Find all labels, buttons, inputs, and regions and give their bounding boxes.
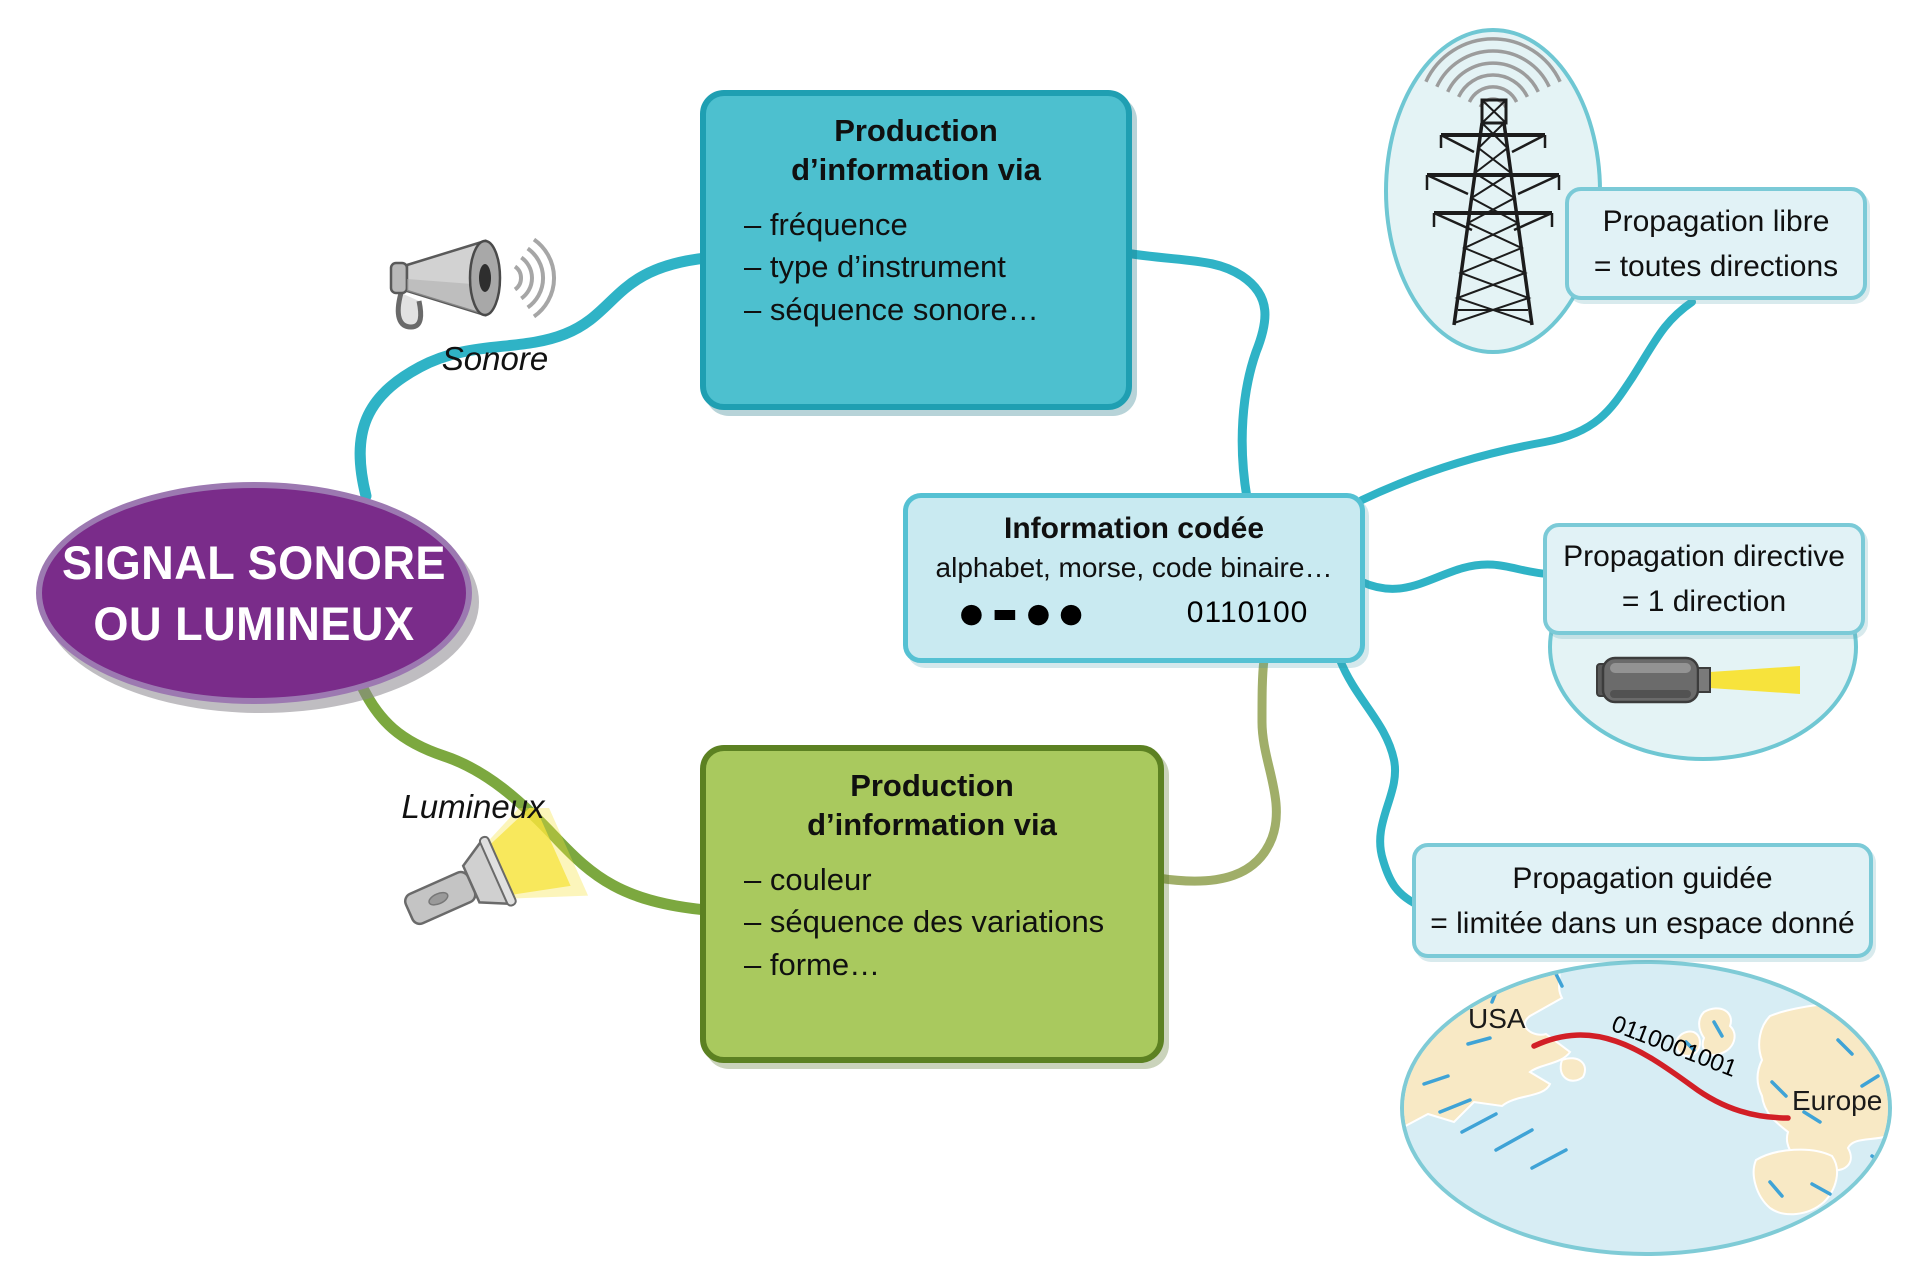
- atlantic-map: USA Europe 0110001001: [1400, 960, 1892, 1256]
- propagation-guidee-label: Propagation guidée = limitée dans un esp…: [1430, 861, 1855, 940]
- link-root-to-light-box: [354, 676, 712, 916]
- atlantic-map-drawing: USA Europe 0110001001: [1404, 964, 1888, 1216]
- list-item: – séquence sonore…: [744, 292, 1039, 328]
- production-light-items: – couleur – séquence des variations – fo…: [706, 859, 1158, 987]
- branch-label-lumineux: Lumineux: [401, 788, 545, 825]
- link-code-to-guidee: [1336, 656, 1418, 907]
- coded-info-examples: ●▬●● 0110100: [908, 596, 1360, 630]
- root-node: SIGNAL SONORE OU LUMINEUX: [36, 482, 472, 704]
- laser-pointer-icon: [1596, 656, 1800, 704]
- propagation-libre-label: Propagation libre = toutes directions: [1593, 204, 1839, 283]
- megaphone-icon: [389, 237, 557, 330]
- production-sound-items: – fréquence – type d’instrument – séquen…: [706, 204, 1126, 332]
- sound-waves-icon: [513, 237, 557, 319]
- production-sound-box: Production d’information via – fréquence…: [700, 90, 1132, 410]
- production-sound-title: Production d’information via: [791, 113, 1041, 187]
- radio-waves-icon: [1424, 37, 1562, 108]
- root-node-label: SIGNAL SONORE OU LUMINEUX: [62, 535, 446, 650]
- land-britain: [1698, 1007, 1736, 1056]
- link-sound-box-to-code: [1120, 248, 1270, 503]
- map-label-usa: USA: [1468, 1003, 1526, 1034]
- coded-info-title: Information codée: [1003, 512, 1265, 545]
- list-item: – couleur: [744, 861, 872, 897]
- link-code-to-libre: [1358, 298, 1696, 504]
- laser-beam: [1710, 666, 1800, 694]
- propagation-libre-box: Propagation libre = toutes directions: [1565, 187, 1867, 300]
- light-beam: [489, 808, 571, 895]
- link-code-to-directive: [1358, 560, 1552, 593]
- transatlantic-cable: [1531, 1032, 1791, 1121]
- propagation-directive-label: Propagation directive = 1 direction: [1563, 540, 1845, 618]
- link-root-to-sound-box: [354, 252, 712, 502]
- flashlight-icon: [403, 808, 589, 926]
- branch-label-sonore: Sonore: [441, 340, 549, 377]
- rivers-and-coast-marks: [1422, 968, 1888, 1198]
- land-newfoundland: [1559, 1057, 1586, 1082]
- production-light-title: Production d’information via: [807, 768, 1057, 842]
- list-item: – fréquence: [744, 206, 908, 242]
- binary-code-sample: 0110100: [1186, 596, 1309, 630]
- land-iberia: [1752, 1148, 1839, 1216]
- tower-lattice: [1425, 98, 1561, 326]
- list-item: – forme…: [744, 947, 881, 983]
- list-item: – séquence des variations: [744, 904, 1105, 940]
- production-light-box: Production d’information via – couleur –…: [700, 745, 1164, 1063]
- teal-links: [354, 248, 1696, 907]
- radio-tower-bubble: [1384, 28, 1602, 354]
- map-label-europe: Europe: [1792, 1085, 1882, 1116]
- land-europe: [1756, 997, 1888, 1172]
- radio-tower-icon: [1424, 37, 1562, 326]
- green-links: [354, 655, 1281, 916]
- propagation-directive-box: Propagation directive = 1 direction: [1543, 523, 1865, 635]
- list-item: – type d’instrument: [744, 249, 1006, 285]
- morse-code-sample: ●▬●●: [959, 597, 1092, 629]
- coded-info-box: Information codée alphabet, morse, code …: [903, 493, 1365, 663]
- link-light-box-to-code: [1153, 655, 1281, 886]
- coded-info-subtitle: alphabet, morse, code binaire…: [935, 552, 1333, 583]
- propagation-guidee-box: Propagation guidée = limitée dans un esp…: [1412, 843, 1873, 958]
